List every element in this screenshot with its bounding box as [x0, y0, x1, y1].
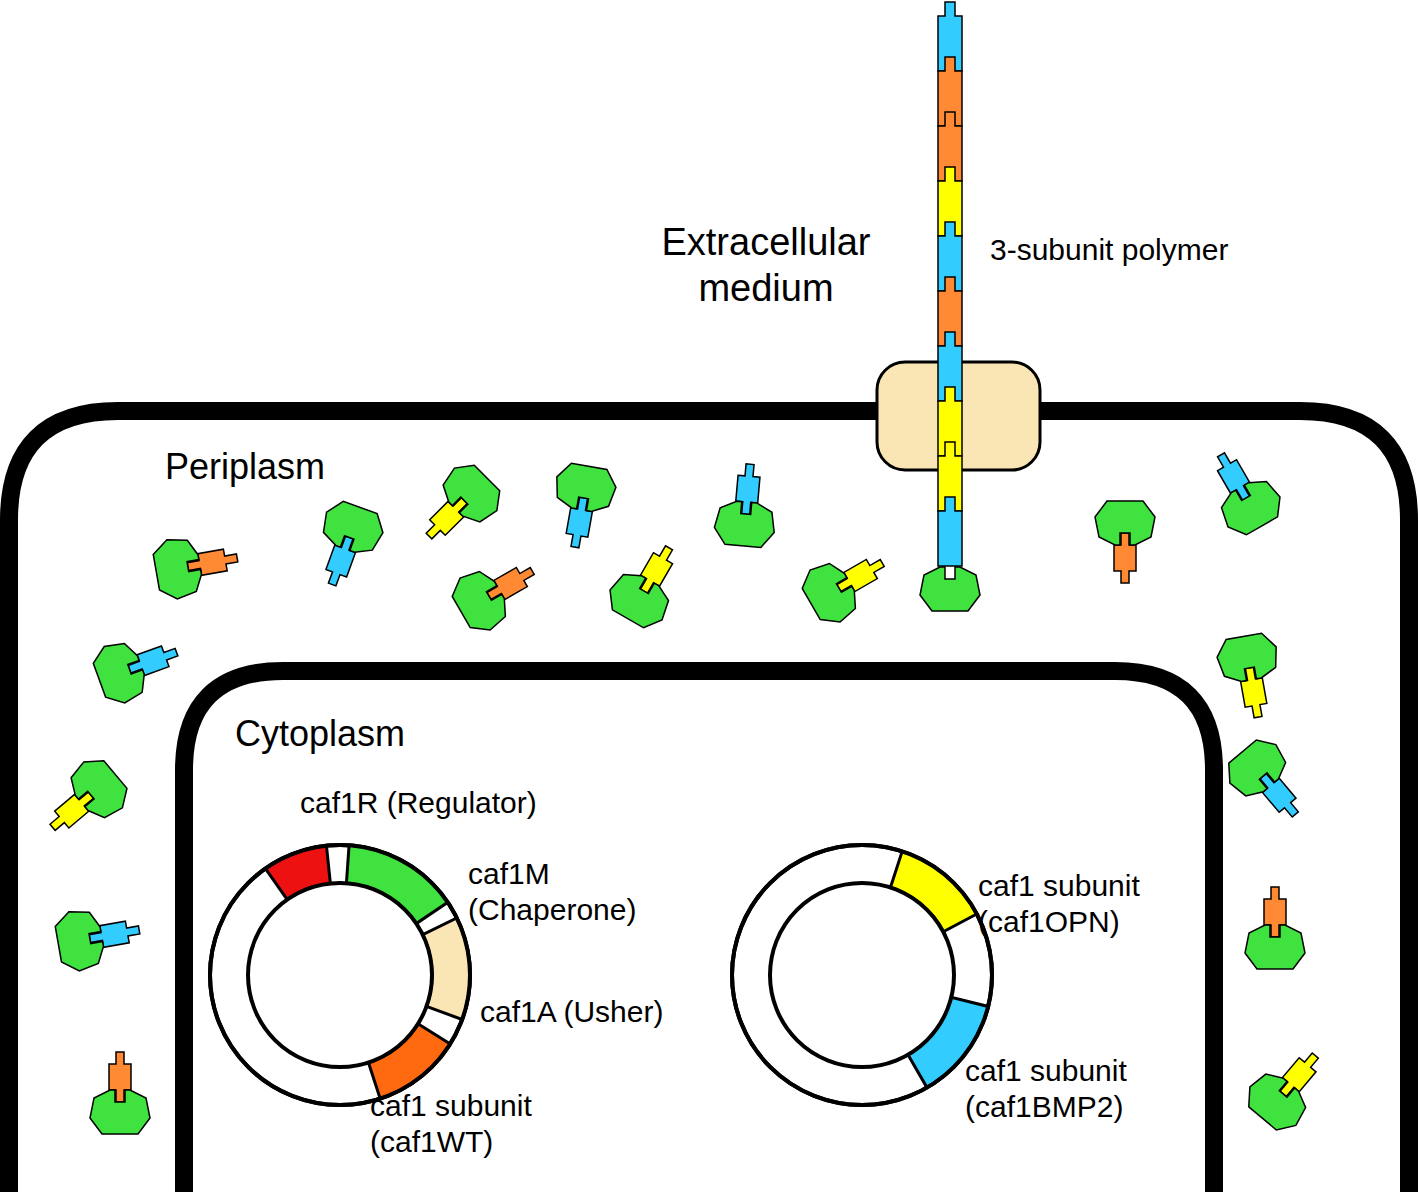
plasmid-outline	[210, 845, 470, 1105]
chaperone-complex	[796, 537, 897, 630]
gene-label: caf1 subunit (caf1OPN)	[978, 868, 1193, 940]
plasmid-inner	[248, 883, 432, 1067]
chaperone-complex	[713, 462, 780, 549]
gene-label: caf1R (Regulator)	[300, 785, 537, 821]
plasmid-outline	[732, 845, 992, 1105]
medium-label: Extracellular medium	[632, 220, 900, 311]
inner-membrane	[184, 671, 1214, 1192]
chaperone	[53, 907, 107, 974]
chaperone-complex	[1095, 501, 1155, 583]
chaperone	[920, 567, 980, 611]
chaperone	[90, 1090, 150, 1134]
chaperone	[1095, 501, 1155, 545]
chaperone	[796, 556, 864, 630]
periplasm-region: PeriplasmCytoplasm	[0, 402, 1418, 1192]
chaperone	[435, 457, 509, 531]
chaperone	[62, 752, 134, 826]
plasmids	[210, 845, 992, 1105]
chaperone-complex	[89, 624, 187, 708]
chaperone-complex	[1220, 732, 1319, 833]
outer-membrane	[9, 411, 1409, 1192]
polymer-label: 3-subunit polymer	[990, 232, 1228, 268]
chaperone-complex	[408, 457, 508, 557]
chaperone	[151, 535, 205, 602]
chaperone-complex	[151, 528, 242, 601]
chaperone	[446, 564, 514, 638]
chaperone	[1220, 732, 1294, 804]
subunit-polymer	[920, 2, 980, 611]
chaperone-complex	[1245, 887, 1305, 969]
chaperone	[552, 461, 619, 515]
region-label: Cytoplasm	[235, 712, 405, 755]
plasmid-ring	[210, 845, 470, 1105]
gene-label: caf1A (Usher)	[480, 994, 663, 1030]
gene-label: caf1 subunit (caf1WT)	[370, 1088, 585, 1160]
gene-label: caf1M (Chaperone)	[468, 856, 658, 928]
region-label: Periplasm	[165, 445, 325, 488]
chaperone-complex	[602, 533, 695, 634]
chaperone	[713, 499, 777, 548]
plasmid-inner	[770, 883, 954, 1067]
chaperone-complex	[1195, 440, 1288, 541]
chaperone-complex	[53, 900, 144, 973]
chaperone	[602, 566, 676, 634]
chaperone	[1240, 1065, 1314, 1137]
polymer-subunit	[938, 497, 962, 566]
chaperone-complex	[446, 545, 547, 638]
chaperone-complex	[90, 1052, 150, 1134]
chaperone-complex	[1214, 631, 1287, 722]
chaperone	[89, 637, 151, 708]
chaperone-complex	[304, 497, 388, 595]
chaperone	[317, 497, 388, 559]
chaperone-complex	[545, 461, 618, 552]
chaperone	[1214, 631, 1281, 685]
gene-label: caf1 subunit (caf1BMP2)	[965, 1053, 1180, 1125]
chaperone-complex	[1240, 1036, 1339, 1137]
plasmid-ring	[732, 845, 992, 1105]
chaperone-complex	[33, 752, 134, 851]
chaperone-subunit-complexes	[33, 440, 1338, 1138]
chaperone	[1245, 925, 1305, 969]
chaperone	[1214, 473, 1288, 541]
